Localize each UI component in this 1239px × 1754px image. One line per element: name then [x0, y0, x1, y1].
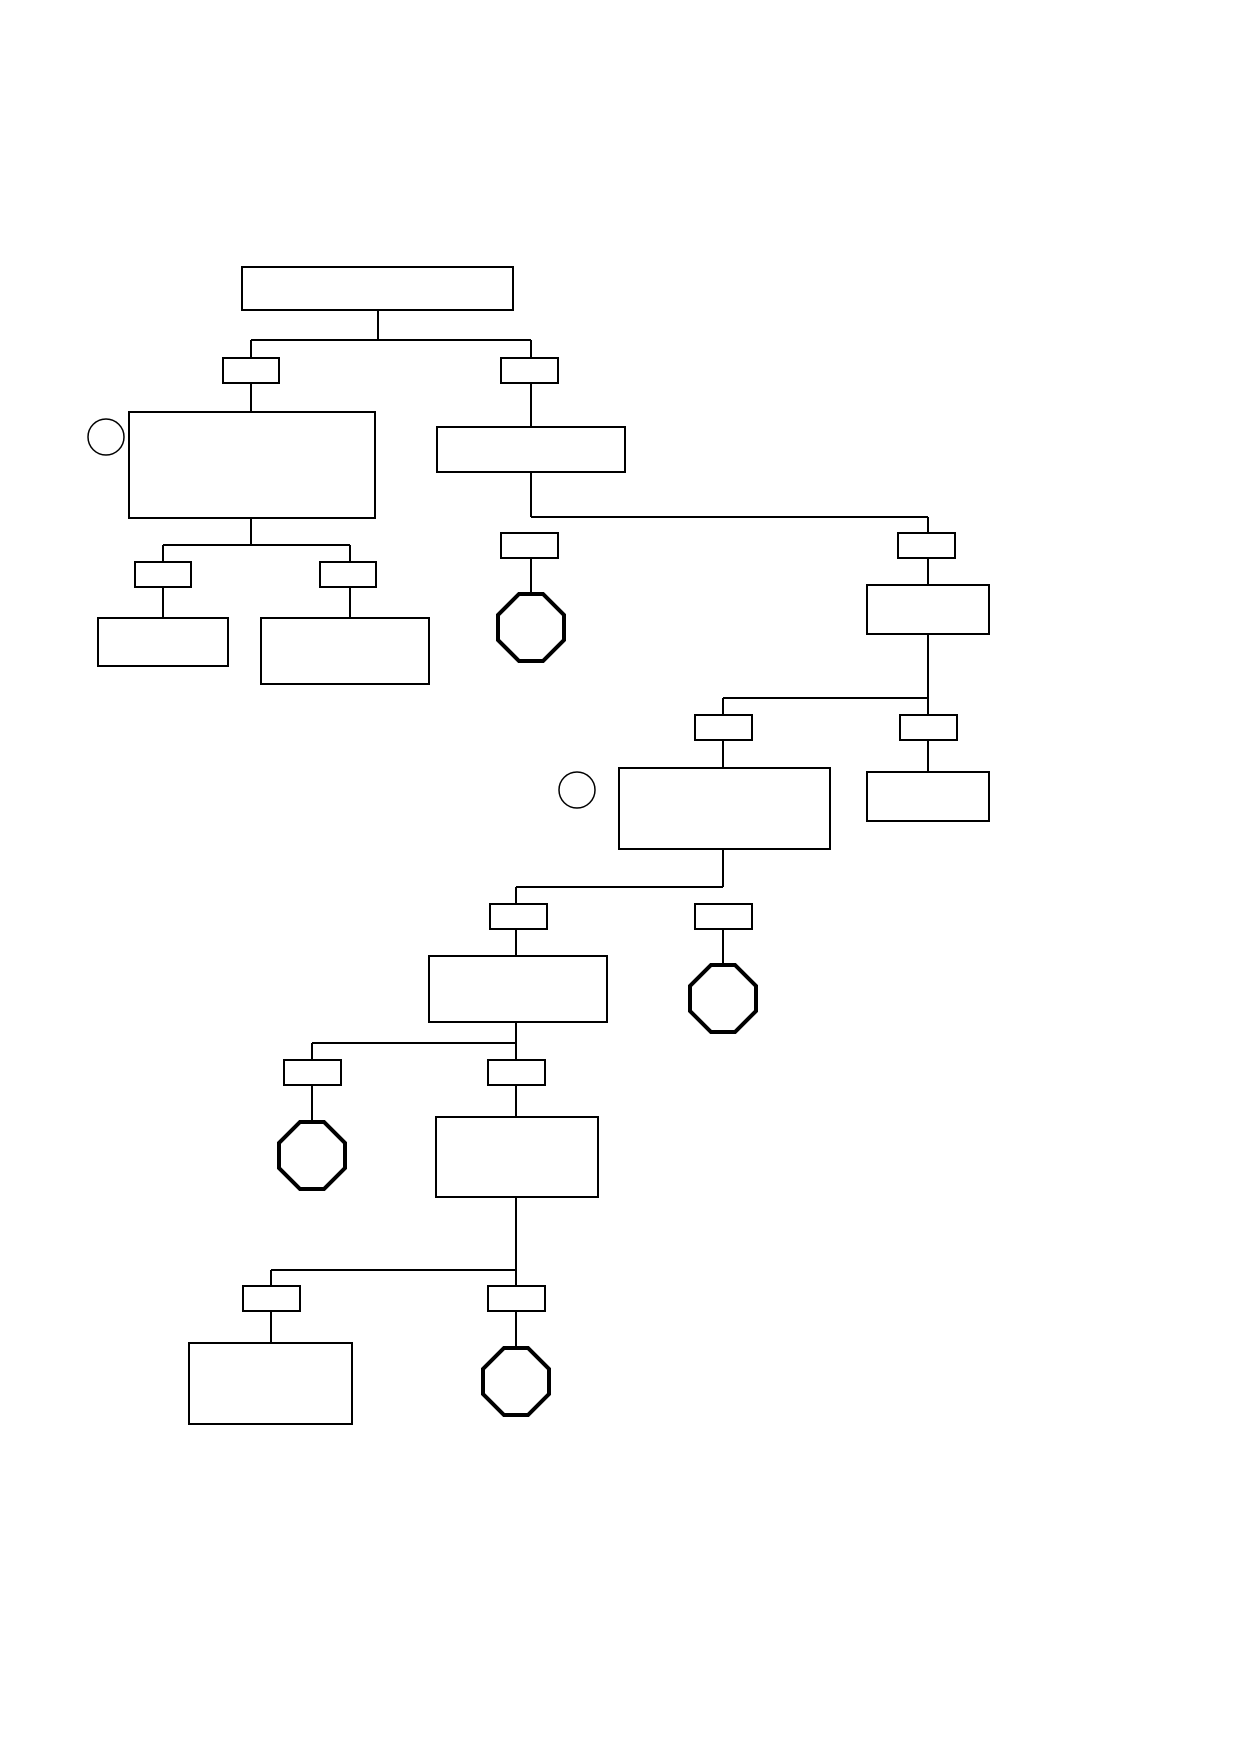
node-rrl [618, 767, 831, 850]
node-left-left [97, 617, 229, 667]
edge-label-box [897, 532, 956, 559]
node-bottom-left [188, 1342, 353, 1425]
edge-n-right-split [530, 472, 929, 533]
edge-n-rr-split [722, 634, 929, 715]
node-left-right [260, 617, 430, 685]
terminal-nodes [277, 592, 758, 1417]
edge-label-box [487, 1059, 546, 1086]
node-rr [866, 584, 990, 635]
markers [87, 418, 596, 809]
edge-n-rrll-split [311, 1022, 517, 1060]
terminal-octagon [496, 592, 566, 663]
circle-marker [87, 418, 125, 456]
node-left [128, 411, 376, 519]
edge-label-box [242, 1285, 301, 1312]
edge-label-box [222, 357, 280, 384]
edge-label-box [694, 903, 753, 930]
edge-label-box [500, 357, 559, 384]
edge-label-box [899, 714, 958, 741]
edge-label-box [500, 532, 559, 559]
node-rrr [866, 771, 990, 822]
terminal-octagon [277, 1120, 347, 1191]
node-rrll [428, 955, 608, 1023]
edge-n-rrllr-split [270, 1197, 517, 1286]
edge-n-left-split [162, 518, 351, 562]
edge-label-box [487, 1285, 546, 1312]
edge-n-rrl-split [515, 849, 724, 904]
edge-label-box [283, 1059, 342, 1086]
edge-label-box [694, 714, 753, 741]
node-root [241, 266, 514, 311]
edge-label-box [319, 561, 377, 588]
edge-label-box [134, 561, 192, 588]
terminal-octagon [688, 963, 758, 1034]
connectors [162, 310, 929, 1348]
circle-marker [558, 771, 596, 809]
terminal-octagon [481, 1346, 551, 1417]
edge-label-box [489, 903, 548, 930]
edge-root-split [250, 310, 532, 358]
node-rrllr [435, 1116, 599, 1198]
edge-labels [134, 357, 958, 1312]
decision-nodes [97, 266, 990, 1425]
node-right [436, 426, 626, 473]
